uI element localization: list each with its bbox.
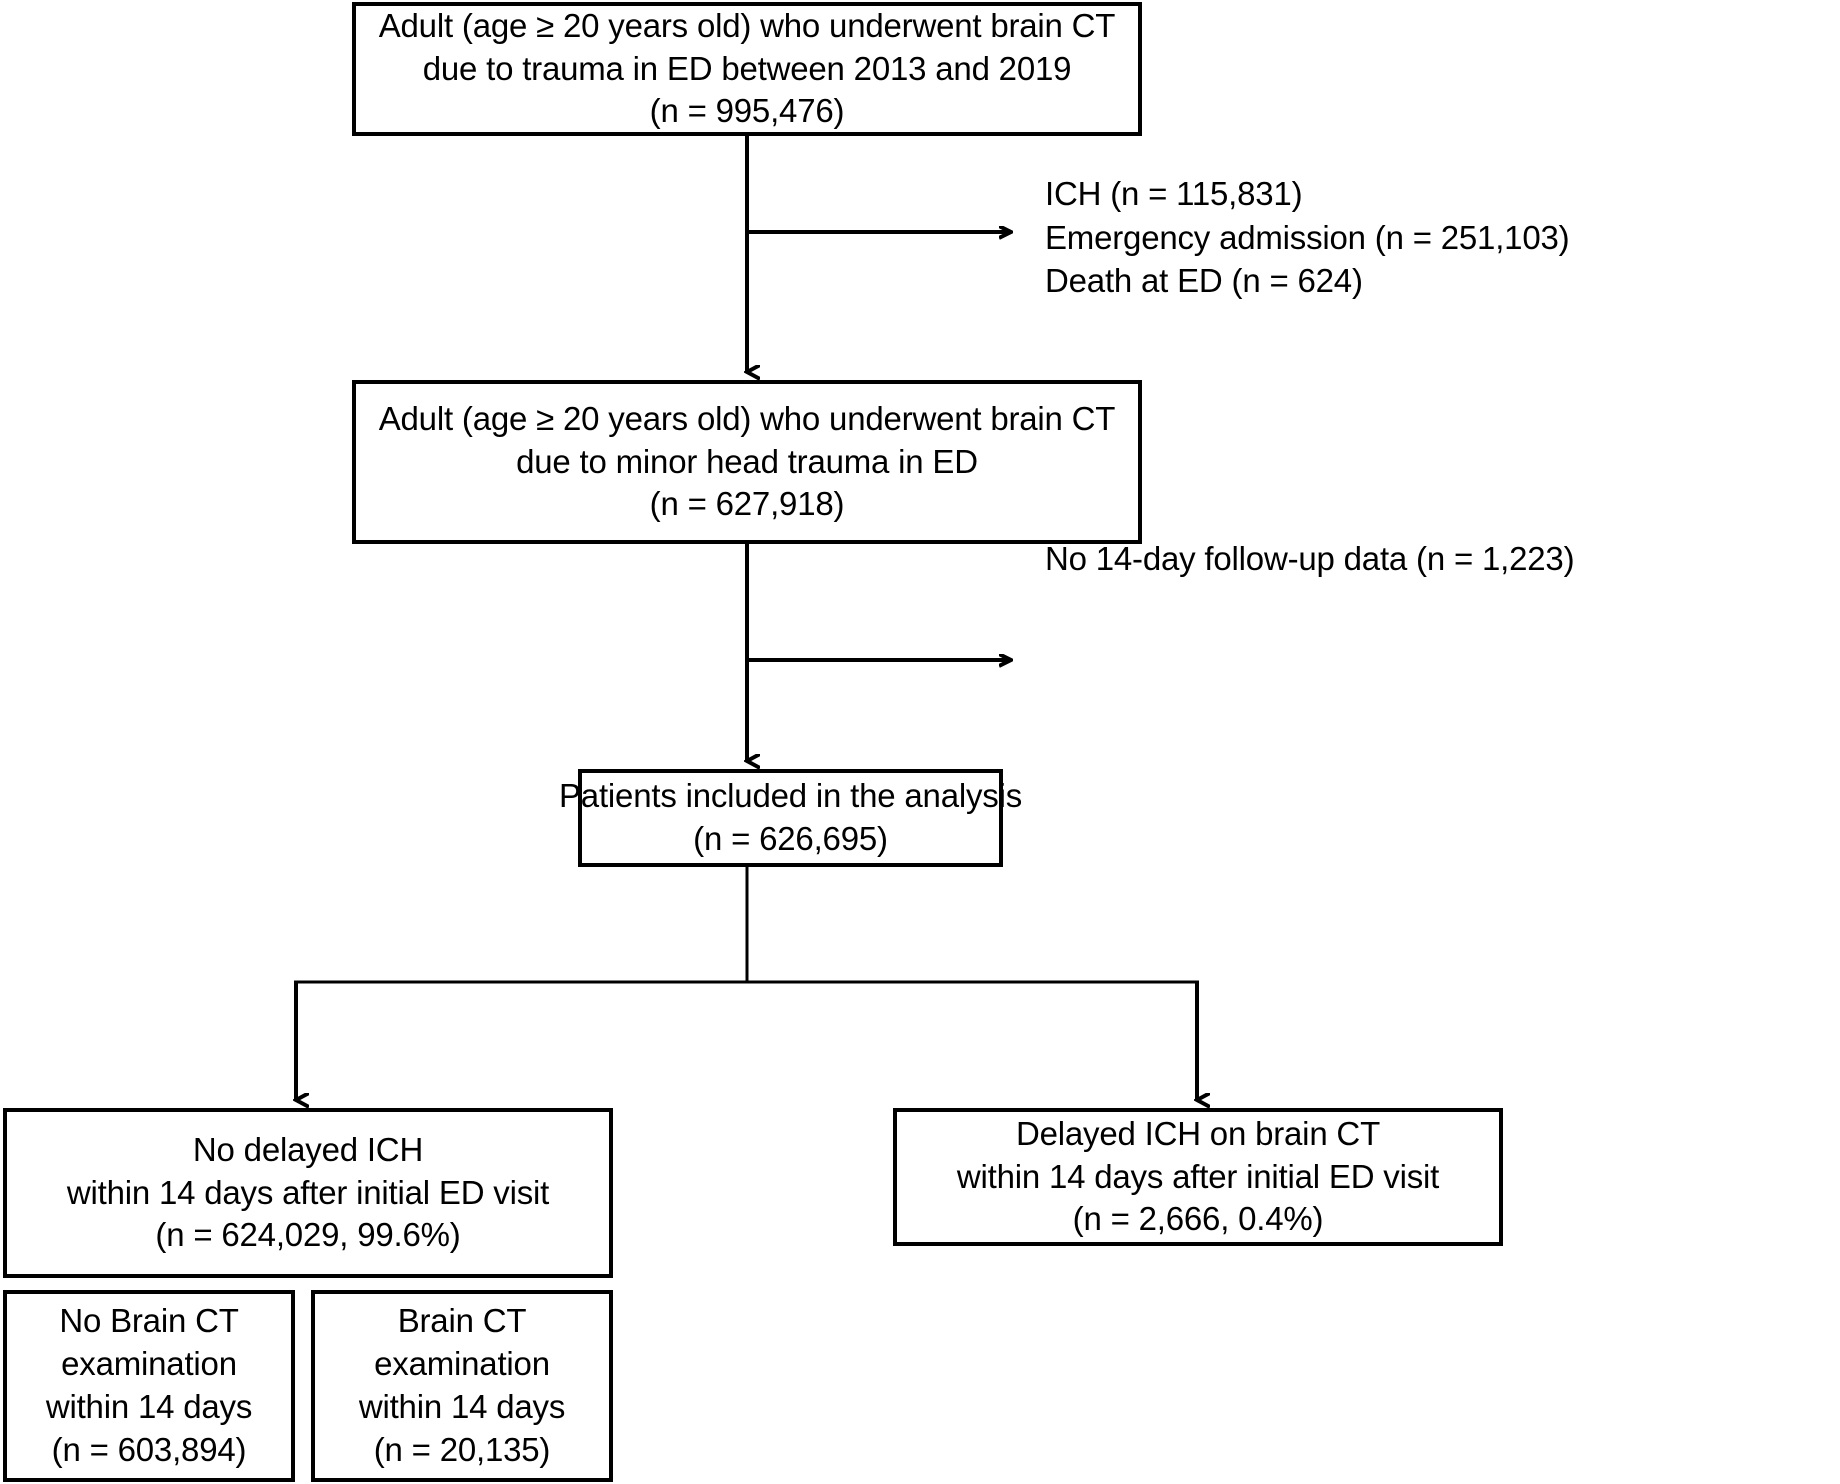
node-line: examination <box>374 1345 550 1383</box>
exclusion-list-second: No 14-day follow-up data (n = 1,223) <box>1045 537 1575 581</box>
node-line: Adult (age ≥ 20 years old) who underwent… <box>378 6 1116 44</box>
node-count: (n = 995,476) <box>649 92 845 130</box>
node-line: due to minor head trauma in ED <box>516 442 978 480</box>
exclusion-item: Emergency admission (n = 251,103) <box>1045 218 1570 256</box>
node-included-patients: Patients included in the analysis (n = 6… <box>559 769 1022 867</box>
node-line: Brain CT <box>397 1302 527 1340</box>
node-no-delayed-ich: No delayed ICH within 14 days after init… <box>3 1108 613 1278</box>
node-count: (n = 2,666, 0.4%) <box>1072 1200 1324 1238</box>
node-count: (n = 627,918) <box>649 485 845 523</box>
node-line: Adult (age ≥ 20 years old) who underwent… <box>378 399 1116 437</box>
connector-included-split <box>294 867 1199 1100</box>
node-line: Delayed ICH on brain CT <box>1015 1114 1381 1152</box>
node-count: (n = 626,695) <box>693 820 888 857</box>
node-line: within 14 days after initial ED visit <box>956 1157 1440 1195</box>
exclusion-item: Death at ED (n = 624) <box>1045 262 1363 300</box>
node-line: No Brain CT <box>59 1302 239 1340</box>
node-line: No delayed ICH <box>192 1130 424 1168</box>
exclusion-item: No 14-day follow-up data (n = 1,223) <box>1045 540 1575 577</box>
node-brain-ct-exam: Brain CT examination within 14 days (n =… <box>311 1290 613 1482</box>
node-line: within 14 days after initial ED visit <box>66 1173 550 1211</box>
exclusion-item: ICH (n = 115,831) <box>1045 175 1303 212</box>
node-count: (n = 20,135) <box>373 1430 551 1468</box>
node-line: due to trauma in ED between 2013 and 201… <box>422 49 1072 87</box>
node-line: examination <box>61 1345 237 1383</box>
node-eligible-population: Adult (age ≥ 20 years old) who underwent… <box>352 380 1142 544</box>
node-count: (n = 603,894) <box>51 1430 247 1468</box>
node-source-population: Adult (age ≥ 20 years old) who underwent… <box>352 2 1142 136</box>
node-count: (n = 624,029, 99.6%) <box>155 1216 461 1254</box>
node-delayed-ich: Delayed ICH on brain CT within 14 days a… <box>893 1108 1503 1246</box>
node-no-brain-ct-exam: No Brain CT examination within 14 days (… <box>3 1290 295 1482</box>
exclusion-list-first: ICH (n = 115,831) Emergency admission (n… <box>1045 172 1570 303</box>
node-line: within 14 days <box>45 1388 253 1425</box>
node-line: Patients included in the analysis <box>558 777 1023 815</box>
node-line: within 14 days <box>358 1388 566 1425</box>
